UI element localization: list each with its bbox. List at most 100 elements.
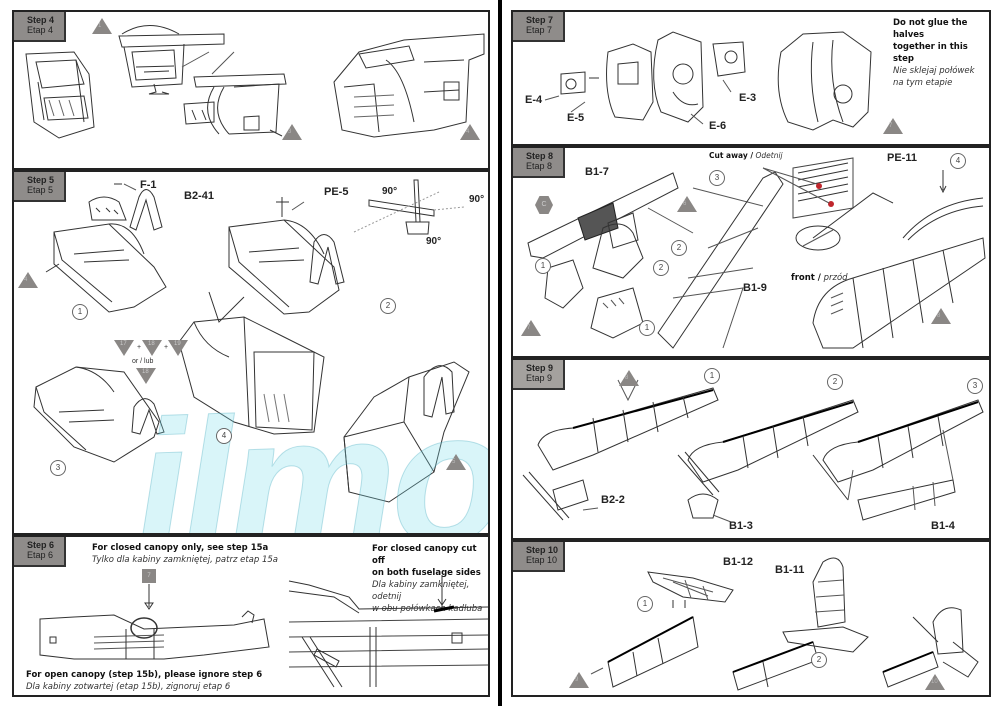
circle-marker-3: 3 [967, 378, 983, 394]
note-pl-2: na tym etapie [893, 78, 953, 88]
marker-triangle-10: 10 [925, 674, 945, 690]
part-label-e5: E-5 [567, 112, 585, 124]
note-open-pl: Dla kabiny zotwartej (etap 15b), zignoru… [26, 682, 231, 692]
step10-tag: Step 10 Etap 10 [513, 542, 565, 572]
part-label-b2-2: B2-2 [601, 494, 625, 506]
step4-drawing [25, 25, 485, 139]
step5-label-pl: Etap 5 [27, 185, 54, 195]
circle-marker-1: 1 [704, 368, 720, 384]
plus-sign: + [137, 344, 142, 351]
step4-tag: Step 4 Etap 4 [14, 12, 66, 42]
note-closed-en: For closed canopy only, see step 15a [92, 543, 269, 553]
step6-open-note: For open canopy (step 15b), please ignor… [26, 669, 262, 693]
page-divider [498, 0, 502, 706]
note-pl-1: Nie sklejaj połówek [893, 66, 975, 76]
step4-label: Step 4 [27, 15, 55, 25]
circle-marker-2b: 2 [653, 260, 669, 276]
step10-drawing [590, 557, 979, 691]
circle-marker-1: 1 [535, 258, 551, 274]
plus-sign-2: + [164, 344, 169, 351]
step6-cut-note: For closed canopy cut off on both fusela… [372, 543, 488, 615]
part-label-f1: F-1 [140, 179, 157, 191]
angle-label-2: 90° [469, 194, 485, 205]
marker-triangle-9: 9 [569, 672, 589, 688]
part-label-e4: E-4 [525, 94, 543, 106]
step4-label-pl: Etap 4 [27, 25, 54, 35]
step6-tag: Step 6 Etap 6 [14, 537, 66, 567]
step7-note: Do not glue the halves together in this … [893, 17, 989, 89]
step4-panel: Step 4 Etap 4 [12, 10, 490, 170]
step6-drawing [39, 575, 488, 688]
step7-drawing [544, 31, 872, 131]
circle-marker-4: 4 [950, 153, 966, 169]
marker-triangle-18: 18 [142, 340, 162, 356]
circle-marker-4: 4 [216, 428, 232, 444]
part-label-e6: E-6 [709, 120, 727, 132]
step7-panel: Step 7 Etap 7 E-4 E-5 E-6 E-3 Do not glu… [511, 10, 991, 146]
step7-label: Step 7 [526, 15, 554, 25]
step8-label-pl: Etap 8 [526, 161, 553, 171]
part-label-b2-41: B2-41 [184, 190, 214, 202]
cut-away-label: Cut away / Odetnij [709, 150, 783, 162]
marker-triangle-4: 4 [460, 124, 480, 140]
step9-label-pl: Etap 9 [526, 373, 553, 383]
step8-label: Step 8 [526, 151, 554, 161]
front-label: front / przód [791, 272, 848, 284]
note-en-1: Do not glue the halves [893, 18, 968, 40]
part-label-b1-4: B1-4 [931, 520, 955, 532]
part-label-b1-12: B1-12 [723, 556, 753, 568]
angle-label-1: 90° [382, 186, 398, 197]
step7-label-pl: Etap 7 [526, 25, 553, 35]
marker-triangle-8: 8 [931, 308, 951, 324]
part-label-e3: E-3 [739, 92, 757, 104]
step6-label-pl: Etap 6 [27, 550, 54, 560]
circle-marker-3: 3 [50, 460, 66, 476]
part-label-b1-7: B1-7 [585, 166, 609, 178]
part-label-b1-11: B1-11 [775, 564, 805, 576]
marker-triangle-7: 7 [883, 118, 903, 134]
note-closed-pl: Tylko dla kabiny zamkniętej, patrz etap … [92, 555, 279, 565]
step9-drawing [522, 379, 984, 523]
circle-marker-1: 1 [72, 304, 88, 320]
marker-triangle-19: 19 [168, 340, 188, 356]
marker-triangle-8: 8 [619, 370, 639, 386]
part-label-b1-3: B1-3 [729, 520, 753, 532]
marker-triangle-3: 3 [282, 124, 302, 140]
note-cut-en-2: on both fuselage sides [372, 568, 481, 578]
front-en: front / [791, 273, 821, 283]
marker-hex-c: C [535, 196, 553, 214]
angle-label-3: 90° [426, 236, 442, 247]
marker-square-7: 7 [142, 569, 156, 583]
step9-panel: Step 9 Etap 9 B2-2 B1-3 B1-4 [511, 358, 991, 540]
step5-panel: Step 5 Etap 5 [12, 170, 490, 535]
step9-label: Step 9 [526, 363, 554, 373]
step8-drawing [527, 157, 986, 349]
note-cut-pl-1: Dla kabiny zamkniętej, odetnij [372, 580, 470, 602]
step6-label: Step 6 [27, 540, 55, 550]
part-label-b1-9: B1-9 [743, 282, 767, 294]
part-label-pe11: PE-11 [887, 152, 917, 164]
circle-marker-1b: 1 [639, 320, 655, 336]
step8-panel: Step 8 Etap 8 [511, 146, 991, 358]
note-en-2: together in this step [893, 42, 968, 64]
step6-panel: Step 6 Etap 6 For closed canopy only, se… [12, 535, 490, 697]
marker-triangle-5: 5 [446, 454, 466, 470]
marker-triangle-7: 7 [521, 320, 541, 336]
marker-triangle-1: 1 [92, 18, 112, 34]
or-lub-label: or / lub [132, 358, 154, 365]
circle-marker-1: 1 [637, 596, 653, 612]
cut-away-pl: Odetnij [755, 151, 783, 160]
circle-marker-2: 2 [827, 374, 843, 390]
step10-panel: Step 10 Etap 10 B1-12 B1-11 1 2 9 10 [511, 540, 991, 697]
step6-closed-note: For closed canopy only, see step 15a Tyl… [92, 542, 278, 566]
step9-tag: Step 9 Etap 9 [513, 360, 565, 390]
circle-marker-3: 3 [709, 170, 725, 186]
circle-marker-2: 2 [671, 240, 687, 256]
step5-tag: Step 5 Etap 5 [14, 172, 66, 202]
step5-drawing [33, 179, 470, 503]
step5-label: Step 5 [27, 175, 55, 185]
note-cut-pl-2: w obu połówkach kadłuba [372, 604, 483, 614]
note-cut-en-1: For closed canopy cut off [372, 544, 477, 566]
marker-triangle-17: 17 [114, 340, 134, 356]
note-open-en: For open canopy (step 15b), please ignor… [26, 670, 263, 680]
